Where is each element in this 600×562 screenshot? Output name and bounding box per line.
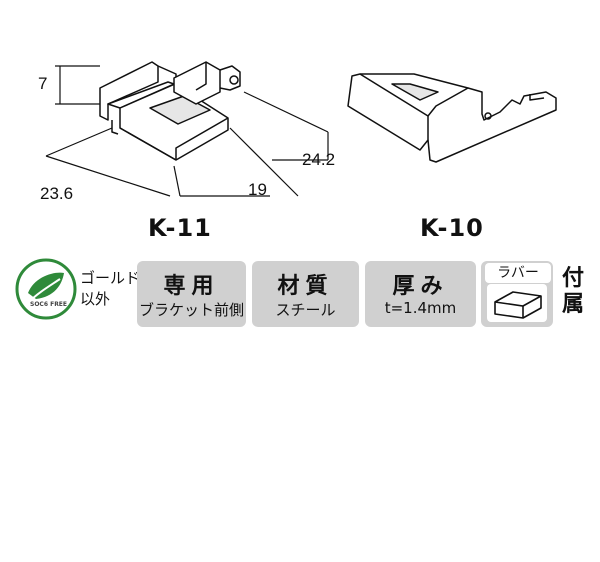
badge-sub: t=1.4mm: [384, 299, 457, 317]
badge-title: 厚み: [392, 274, 449, 299]
dimension-lines: [45, 65, 329, 197]
k10-drawing: [347, 73, 557, 163]
badge-title: 材質: [277, 274, 334, 299]
badge-material: 材質 スチール: [252, 261, 359, 327]
badge-sub: スチール: [275, 301, 336, 319]
rubber-pad-icon: [494, 291, 542, 319]
badge-sub: ブラケット前側: [138, 301, 244, 319]
eco-label: ゴールド 以外: [80, 269, 141, 308]
badge-exclusive: 専用 ブラケット前側: [137, 261, 246, 327]
dim-depth: 24.2: [302, 150, 336, 169]
dim-height: 7: [38, 74, 48, 93]
model-k10: K-10: [420, 214, 484, 242]
model-k11: K-11: [148, 214, 212, 242]
badge-thickness: 厚み t=1.4mm: [365, 261, 476, 327]
k11-drawing: [99, 61, 241, 161]
badge-title: 専用: [163, 274, 220, 299]
dim-width: 23.6: [40, 184, 74, 203]
soc-free-label: SOC6 FREE: [30, 301, 68, 308]
dim-length: 19: [248, 180, 267, 199]
leaf-icon: [15, 258, 77, 320]
attached-label: 付属: [561, 266, 584, 317]
rubber-label: ラバー: [485, 263, 551, 283]
